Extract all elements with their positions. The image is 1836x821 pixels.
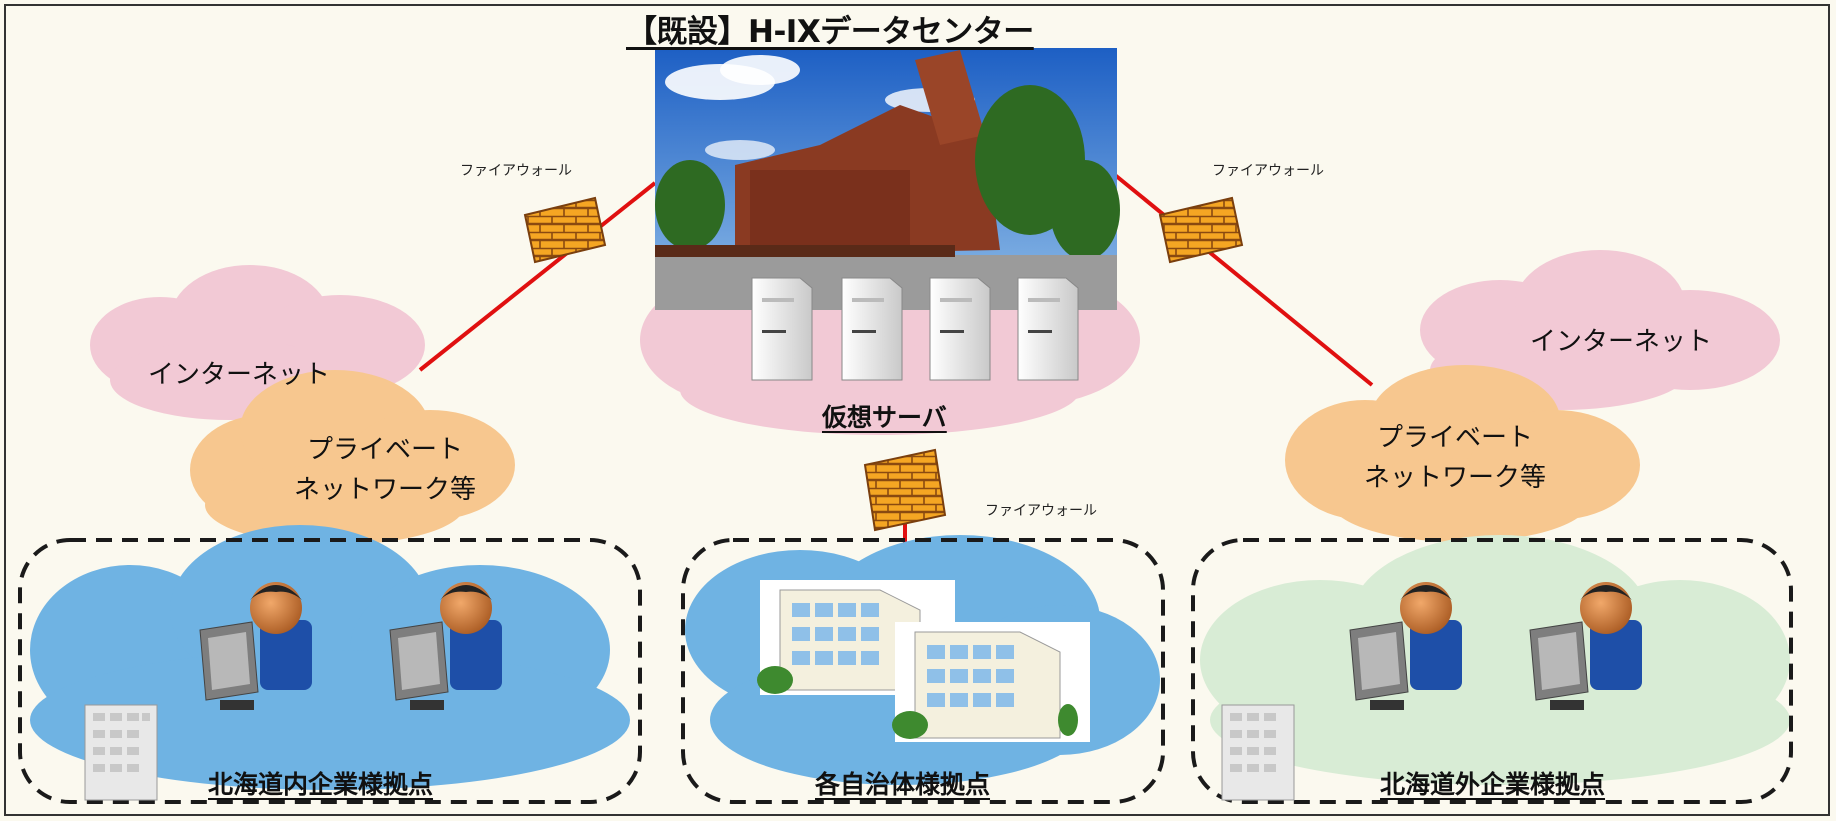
private-network-line2: ネットワーク等 — [1363, 463, 1546, 493]
person-computer-icon — [1349, 582, 1462, 710]
firewall-icon — [1158, 196, 1244, 264]
person-computer-icon — [389, 582, 502, 710]
server-icon — [751, 277, 813, 381]
person-computer-icon — [199, 582, 312, 710]
site-label-hokkaido-outside: 北海道外企業様拠点 — [1380, 770, 1606, 799]
office-building-icon — [1221, 704, 1295, 801]
servers — [751, 277, 1079, 381]
server-icon — [1017, 277, 1079, 381]
private-network-line2: ネットワーク等 — [293, 475, 476, 505]
internet-cloud-right — [1420, 250, 1780, 410]
firewall-label-right: ファイアウォール — [1212, 163, 1324, 179]
person-computer-icon — [1529, 582, 1642, 710]
private-network-label-right: プライベート ネットワーク等 — [1360, 418, 1550, 498]
firewall-icon — [863, 448, 947, 532]
server-icon — [929, 277, 991, 381]
private-network-line1: プライベート — [1376, 423, 1533, 453]
page-title: 【既設】H-IXデータセンター — [626, 14, 1034, 50]
virtual-server-label: 仮想サーバ — [822, 403, 947, 432]
firewall-label-left: ファイアウォール — [460, 163, 572, 179]
firewall-label-bottom: ファイアウォール — [985, 503, 1097, 519]
private-network-cloud-left — [190, 370, 515, 545]
site-label-municipalities: 各自治体様拠点 — [815, 770, 991, 799]
internet-cloud-left — [90, 265, 425, 420]
private-network-label-left: プライベート ネットワーク等 — [290, 430, 480, 510]
server-icon — [841, 277, 903, 381]
datacenter-photo — [655, 48, 1120, 310]
municipal-building-icon — [892, 622, 1090, 742]
internet-label-left: インターネット — [148, 360, 331, 390]
private-network-cloud-right — [1285, 365, 1640, 542]
site-label-hokkaido-inside: 北海道内企業様拠点 — [208, 770, 434, 799]
office-building-icon — [84, 704, 158, 801]
internet-label-right: インターネット — [1530, 327, 1713, 357]
private-network-line1: プライベート — [306, 435, 463, 465]
firewall-icon — [523, 196, 607, 264]
diagram-frame — [4, 4, 1830, 816]
